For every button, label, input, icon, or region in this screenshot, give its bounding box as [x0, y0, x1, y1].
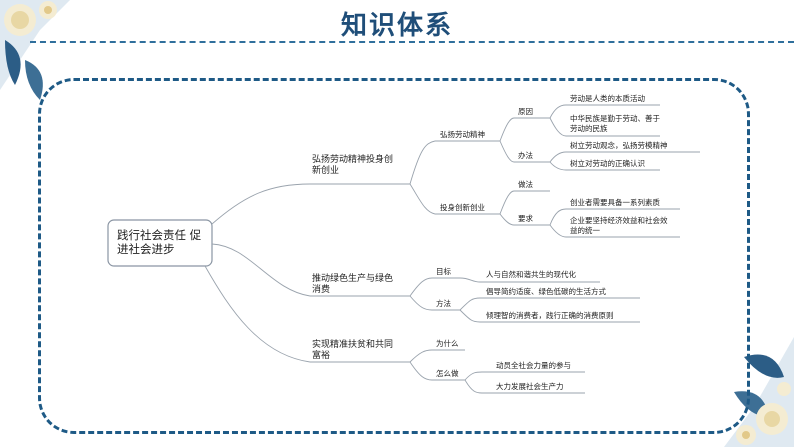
node-practice: 做法	[518, 180, 533, 189]
leaf-harmony: 人与自然和谐共生的现代化	[486, 270, 576, 279]
leaf-green-lifestyle: 倡导简约适度、绿色低碳的生活方式	[486, 287, 606, 296]
leaf-rational-consumer: 倾理智的消费者，践行正确的消费原则	[486, 311, 614, 320]
node-method: 办法	[518, 151, 533, 160]
flower-decoration-bottom-right	[724, 337, 794, 447]
leaf-entrepreneur-qualities: 创业者需要具备一系列素质	[570, 198, 660, 207]
leaf-labor-understanding: 树立对劳动的正确认识	[570, 159, 645, 168]
node-innovation: 投身创新创业	[440, 203, 485, 212]
node-goal: 目标	[436, 267, 451, 276]
branch-green: 推动绿色生产与绿色消费	[312, 274, 394, 295]
node-requirement: 要求	[518, 214, 533, 223]
mindmap-root: 践行社会责任 促进社会进步	[117, 228, 202, 256]
branch-labor-innovation: 弘扬劳动精神投身创新创业	[312, 155, 394, 176]
node-reason: 原因	[518, 107, 533, 116]
page-title: 知识体系	[340, 11, 453, 41]
node-promote-labor: 弘扬劳动精神	[440, 130, 485, 139]
node-why: 为什么	[436, 339, 459, 348]
flower-decoration-top-left	[0, 0, 70, 100]
leaf-labor-essence: 劳动是人类的本质活动	[570, 94, 645, 103]
leaf-mobilize-society: 动员全社会力量的参与	[496, 361, 571, 370]
node-way: 方法	[436, 299, 451, 308]
leaf-nation-diligent: 中华民族是勤于劳动、善于劳动的民族	[570, 114, 660, 133]
leaf-labor-concept: 树立劳动观念，弘扬劳模精神	[570, 141, 668, 150]
title-divider	[30, 41, 794, 43]
leaf-enterprise-benefits: 企业要坚持经济效益和社会效益的统一	[570, 216, 668, 235]
mindmap-frame	[38, 78, 750, 434]
leaf-develop-productivity: 大力发展社会生产力	[496, 382, 564, 391]
branch-poverty: 实现精准扶贫和共同富裕	[312, 340, 394, 361]
node-how: 怎么做	[436, 369, 459, 378]
